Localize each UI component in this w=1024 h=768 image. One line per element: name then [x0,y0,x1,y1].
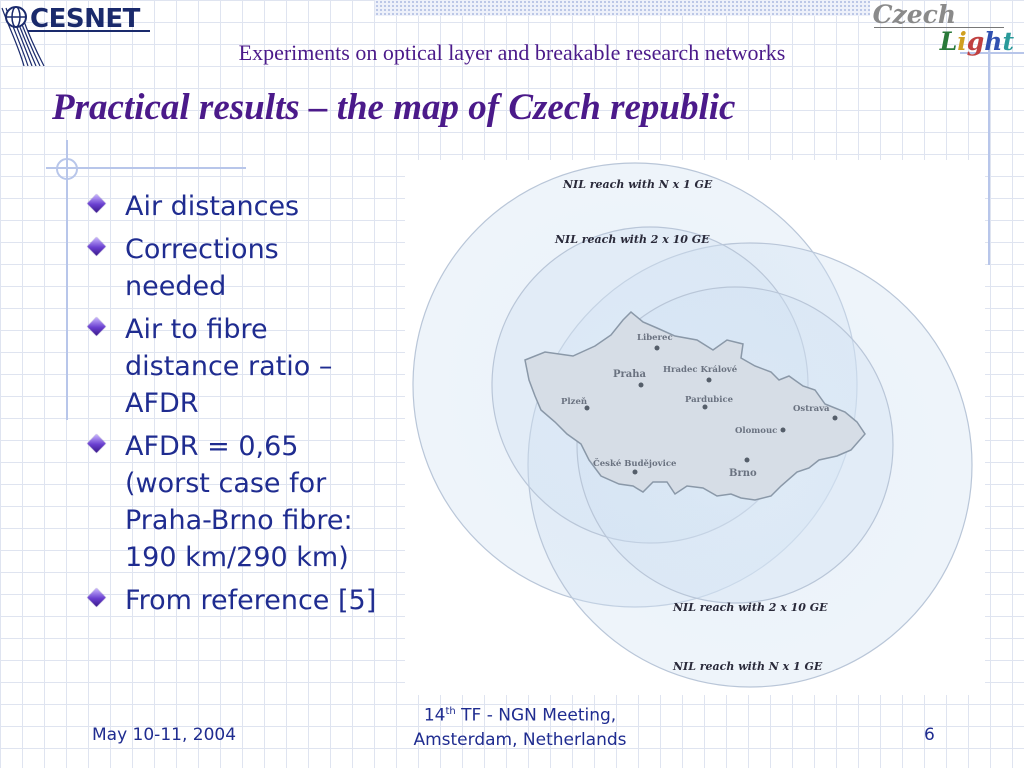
cesnet-logo [0,0,160,67]
bullet-item: Air to fibre distance ratio – AFDR [86,311,416,422]
footer-date: May 10-11, 2004 [92,725,237,745]
bullet-text: From reference [5] [125,585,377,616]
city-dot-budejovice [632,469,638,475]
decor-hline-left [46,167,246,169]
city-dot-ostrava [832,415,838,421]
czech-map-svg: Liberec Praha Hradec Králové Pardubice P… [412,162,973,688]
bullet-item: Air distances [86,188,416,225]
city-label-budejovice: České Budějovice [593,457,677,469]
circle-label-praha-nx1: NIL reach with N x 1 GE [562,178,713,191]
bullet-item: Corrections needed [86,231,416,305]
diamond-bullet-icon [87,237,106,256]
city-label-olomouc: Olomouc [735,426,777,436]
bullet-text: Air to fibre distance ratio – AFDR [125,314,333,419]
city-label-brno: Brno [729,468,757,479]
city-dot-liberec [654,345,660,351]
slide-subtitle: Experiments on optical layer and breakab… [238,40,786,65]
czech-republic-shape [524,310,866,501]
decor-hline-top [960,52,1024,54]
circle-label-praha-2x10: NIL reach with 2 x 10 GE [554,233,710,246]
decor-vline-left [66,140,68,420]
czech-light-logo-word2: Light [939,27,1014,56]
city-dot-praha [638,382,644,388]
city-label-hradec: Hradec Králové [663,364,738,375]
bullet-item: From reference [5] [86,582,416,619]
cesnet-globe-icon [1,6,150,67]
decor-ring [56,158,78,180]
bullet-text: AFDR = 0,65 (worst case for Praha-Brno f… [125,431,353,573]
slide-title: Practical results – the map of Czech rep… [52,87,736,128]
czech-light-logo-word1: Czech [872,0,956,29]
city-dot-plzen [584,405,590,411]
bullet-item: AFDR = 0,65 (worst case for Praha-Brno f… [86,428,416,576]
city-dot-olomouc [780,427,786,433]
diamond-bullet-icon [87,588,106,607]
diamond-bullet-icon [87,194,106,213]
diamond-bullet-icon [87,434,106,453]
city-dot-hradec [706,377,712,383]
circle-label-brno-2x10: NIL reach with 2 x 10 GE [672,601,828,614]
circle-label-brno-nx1: NIL reach with N x 1 GE [672,660,823,673]
top-banner-strip [375,0,870,16]
bullet-list: Air distances Corrections needed Air to … [86,188,416,625]
footer-meeting: 14th TF - NGN Meeting, Amsterdam, Nether… [413,705,627,750]
decor-vline-right [988,40,990,265]
czech-light-underline [874,27,1004,28]
bullet-text: Corrections needed [125,234,279,302]
footer-page-number: 6 [924,725,935,745]
cesnet-logo-text: CESNET [30,4,140,34]
city-label-plzen: Plzeň [561,396,587,407]
city-dot-brno [744,457,750,463]
city-dot-pardubice [702,404,708,410]
city-label-praha: Praha [613,369,647,380]
diamond-bullet-icon [87,317,106,336]
city-label-pardubice: Pardubice [685,395,734,405]
city-label-liberec: Liberec [637,333,673,343]
czech-map-figure: Liberec Praha Hradec Králové Pardubice P… [405,160,985,695]
bullet-text: Air distances [125,191,300,222]
city-label-ostrava: Ostrava [793,404,830,414]
